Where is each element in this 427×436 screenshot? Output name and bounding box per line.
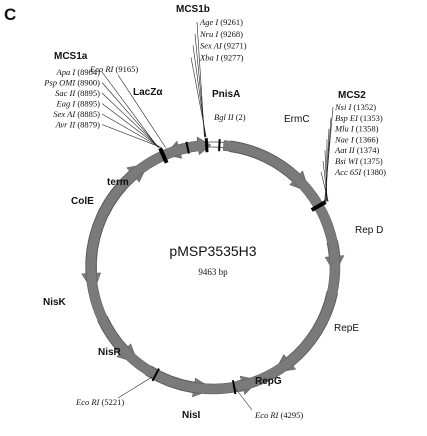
mcs1a-site-2: Sac II (8895)	[55, 88, 100, 98]
mcs1a-site-5: Avr II (8879)	[55, 120, 101, 130]
site-ecori-4295: Eco RI (4295)	[254, 410, 303, 420]
site-ecori-9165: Eco RI (9165)	[89, 64, 138, 74]
feature-label-ermc: ErmC	[284, 114, 310, 125]
mcs2-site-1: Bsp EI (1353)	[335, 113, 383, 123]
mcs1a-leader-5	[101, 124, 162, 148]
mcs2-site-5: Bsi WI (1375)	[335, 156, 383, 166]
mcs1b-marker	[204, 138, 209, 153]
feature-label-term: term	[107, 177, 129, 188]
feature-label-lacz: LacZα	[133, 87, 163, 98]
mcs1a-leader-0	[101, 71, 159, 148]
mcs2-site-2: Mlu I (1358)	[334, 124, 379, 134]
mcs2-site-4: Aat II (1374)	[334, 145, 380, 155]
mcs1a-leader-2	[101, 92, 160, 148]
mcs1a-group: MCS1a Apa I (8904)Psp OMI (8900)Sac II (…	[43, 51, 162, 148]
mcs1a-site-4: Sex AI (8885)	[53, 109, 100, 119]
ecori-5221-marker	[151, 368, 160, 382]
site-bglii-2: Bgl II (2)	[214, 112, 246, 122]
mcs2-group: MCS2 Nsi I (1352)Bsp EI (1353)Mlu I (135…	[320, 90, 386, 202]
mcs1b-title: MCS1b	[176, 4, 210, 15]
feature-label-cole: ColE	[71, 196, 94, 207]
feature-label-pnisa: PnisA	[212, 89, 240, 100]
mcs1b-group: MCS1b Age I (9261) Nru I (9268) Sex AI (92…	[176, 4, 247, 138]
ecori-4295-marker	[231, 380, 237, 395]
feature-label-nisr: NisR	[98, 347, 122, 358]
leader-ecori-4295	[235, 388, 253, 411]
mcs1a-title: MCS1a	[54, 51, 88, 62]
feature-label-nisk: NisK	[43, 297, 67, 308]
mcs1b-site-0: Age I (9261)	[199, 17, 243, 27]
mcs2-leader-6	[320, 171, 329, 202]
mcs2-site-0: Nsi I (1352)	[334, 102, 376, 112]
feature-label-repg: RepG	[255, 376, 282, 387]
feature-label-repe: RepE	[334, 323, 359, 334]
site-markers	[151, 138, 327, 395]
feature-label-nisi: NisI	[182, 410, 201, 421]
plasmid-size: 9463 bp	[198, 267, 228, 277]
mcs1a-site-3: Eag I (8895)	[56, 99, 101, 109]
mcs1b-leader-3	[190, 57, 207, 138]
mcs2-marker	[310, 200, 327, 212]
panel-label: C	[4, 5, 16, 24]
bglii-2-marker	[218, 139, 221, 152]
site-ecori-5221: Eco RI (5221)	[75, 397, 124, 407]
leader-ecori-9165	[117, 74, 167, 149]
ecori-9165-marker	[185, 141, 190, 154]
mcs1a-site-0: Apa I (8904)	[56, 67, 101, 77]
mcs1b-site-3: Xba I (9277)	[199, 52, 244, 62]
leader-ecori-5221	[117, 376, 153, 399]
mcs1a-leader-4	[101, 113, 161, 148]
mcs2-title: MCS2	[338, 90, 366, 101]
mcs2-site-3: Nae I (1366)	[334, 134, 379, 144]
plasmid-name: pMSP3535H3	[169, 243, 256, 259]
mcs1a-leader-1	[101, 82, 159, 148]
feature-label-repd: Rep D	[355, 225, 383, 236]
feature-arrows	[81, 136, 345, 398]
mcs1a-leader-3	[101, 103, 160, 148]
mcs1a-site-1: Psp OMI (8900)	[43, 78, 100, 88]
mcs1a-marker	[158, 147, 169, 164]
mcs2-site-6: Acc 65I (1380)	[334, 167, 386, 177]
pnisa-arrow	[85, 136, 341, 395]
mcs1b-site-2: Sex AI (9271)	[200, 41, 247, 51]
mcs1b-site-1: Nru I (9268)	[199, 29, 243, 39]
